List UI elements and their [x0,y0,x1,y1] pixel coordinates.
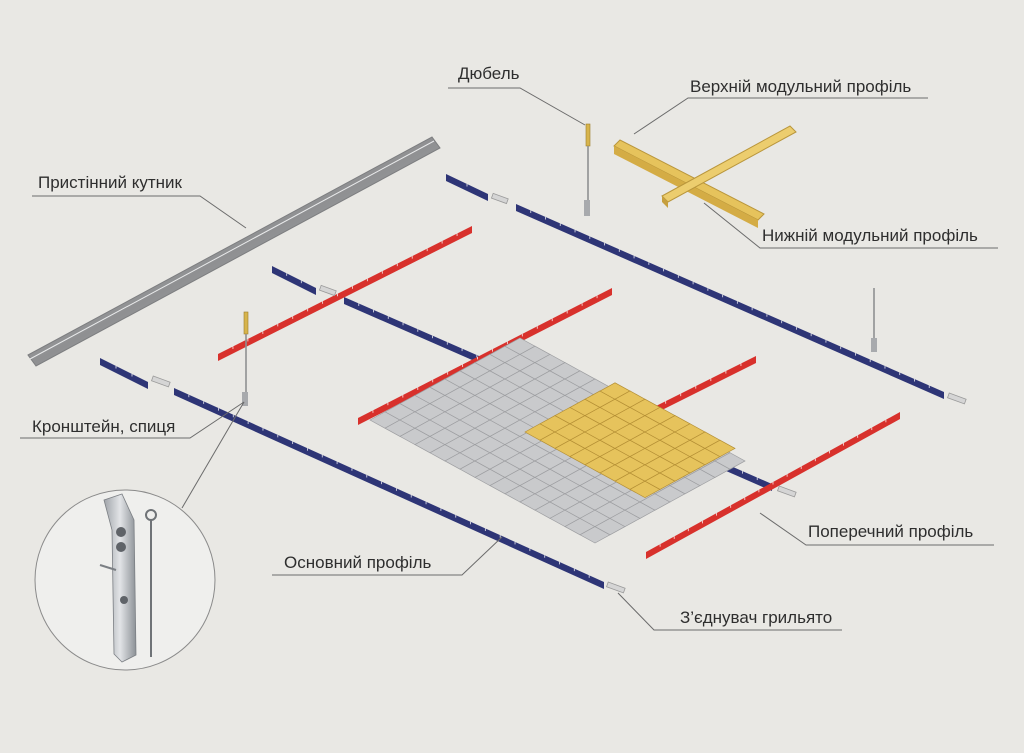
label-lower-module-profile: Нижній модульний профіль [762,226,978,245]
connectors [151,192,967,594]
cross-profile-segment [646,412,900,559]
label-cross-profile: Поперечний профіль [808,522,974,541]
module-cell [704,439,736,458]
wall-angle-profile [27,136,441,367]
main-profile-segment [516,204,944,399]
cross-profile-segment [358,288,612,425]
bracket-detail-icon [34,489,216,671]
main-profile-segment [446,174,488,201]
cross-profile-segment [218,226,472,361]
main-profile-segment [100,358,148,389]
hanger-icon [871,288,877,352]
label-bracket: Кронштейн, спиця [32,417,176,436]
yellow-module-grid [524,382,736,499]
label-upper-module-profile: Верхній модульний профіль [690,77,912,96]
main-profile-segment [174,388,604,589]
leader-lines [20,87,998,631]
main-profile-segment [272,266,316,295]
dowel-icon [242,311,249,406]
label-wall-angle: Пристінний кутник [38,173,182,192]
label-connector: З’єднувач грильято [680,608,833,627]
module-profile-exploded [613,125,797,228]
label-main-profile: Основний профіль [284,553,432,572]
label-dowel: Дюбель [458,64,520,83]
dowel-icon [584,123,591,216]
grid-cell [714,452,746,470]
